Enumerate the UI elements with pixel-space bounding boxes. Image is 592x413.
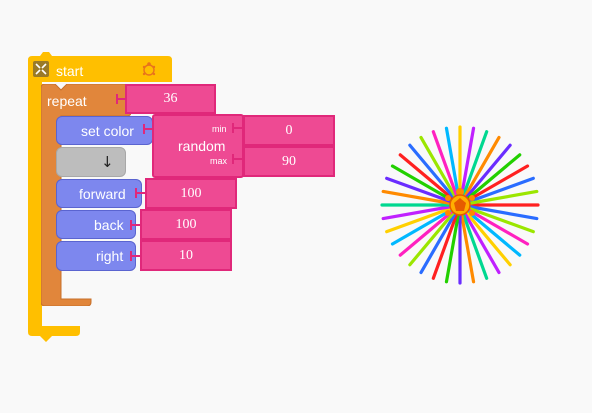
- pen-ray: [458, 203, 501, 275]
- turtle-canvas: [380, 125, 540, 285]
- start-block[interactable]: start: [28, 52, 172, 86]
- random-max-field[interactable]: 90: [243, 146, 335, 177]
- turtle-sprite-icon: [445, 188, 475, 216]
- pen-ray: [381, 189, 462, 207]
- right-block[interactable]: right: [56, 241, 136, 271]
- repeat-count-value: 36: [163, 91, 178, 106]
- pen-ray: [419, 135, 462, 207]
- pen-ray: [444, 203, 462, 284]
- start-label: start: [56, 63, 84, 79]
- forward-block[interactable]: forward: [56, 179, 142, 208]
- pen-ray: [419, 203, 462, 275]
- set-color-block[interactable]: set color: [56, 116, 153, 145]
- random-min-field[interactable]: 0: [243, 115, 335, 146]
- pen-ray: [458, 203, 535, 234]
- right-value: 10: [179, 248, 193, 263]
- random-max-label: max: [210, 156, 228, 166]
- random-max-value: 90: [282, 154, 296, 169]
- pen-ray: [458, 203, 512, 267]
- down-arrow-icon: ↓: [101, 153, 114, 171]
- pen-ray: [458, 135, 501, 207]
- right-label: right: [96, 248, 124, 264]
- random-min-value: 0: [285, 123, 293, 138]
- right-value-field[interactable]: 10: [140, 240, 232, 271]
- random-label: random: [178, 138, 226, 154]
- pen-ray: [408, 143, 462, 207]
- down-arrow-block[interactable]: ↓: [56, 147, 126, 177]
- pen-ray: [431, 130, 462, 207]
- back-label: back: [94, 217, 124, 233]
- random-block[interactable]: min random max: [152, 114, 244, 178]
- pen-ray: [408, 203, 462, 267]
- turtle-icon: [141, 61, 157, 77]
- forward-value: 100: [180, 186, 202, 201]
- pen-ray: [458, 203, 539, 221]
- repeat-label: repeat: [47, 93, 87, 109]
- random-min-label: min: [212, 124, 227, 134]
- compress-icon[interactable]: [33, 61, 49, 77]
- pen-ray: [431, 203, 462, 280]
- pen-ray: [381, 203, 462, 221]
- back-value-field[interactable]: 100: [140, 209, 232, 240]
- pen-ray: [458, 203, 476, 284]
- back-value: 100: [175, 217, 197, 232]
- forward-label: forward: [79, 186, 126, 202]
- back-block[interactable]: back: [56, 210, 136, 239]
- pen-ray: [458, 189, 539, 207]
- pen-ray: [458, 143, 512, 207]
- pen-ray: [458, 203, 489, 280]
- forward-value-field[interactable]: 100: [145, 178, 237, 209]
- repeat-count-field[interactable]: 36: [125, 84, 216, 114]
- pen-ray: [458, 130, 489, 207]
- set-color-label: set color: [81, 123, 134, 139]
- pen-ray: [385, 203, 462, 234]
